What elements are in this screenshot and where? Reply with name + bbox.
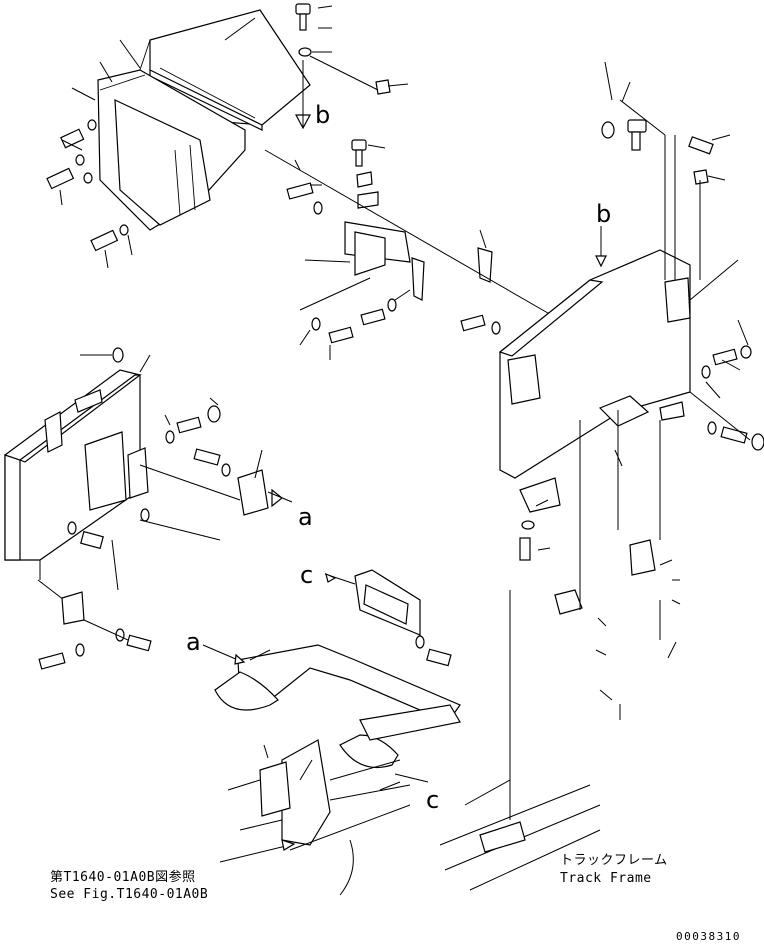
- drawing-code: 00038310: [676, 930, 741, 943]
- center-bracket-assembly: [264, 139, 561, 360]
- upper-left-cover-assembly: [97, 9, 311, 231]
- callout-label-a-left: a: [186, 628, 201, 656]
- track-frame: [439, 779, 601, 891]
- callout-label-c-top: c: [300, 561, 314, 589]
- left-side-cover-assembly: [4, 347, 283, 670]
- frame-bracket-c: [354, 569, 452, 667]
- callout-label-b-left: b: [315, 101, 331, 129]
- upper-left-leaders: [99, 5, 409, 87]
- callout-label-c-bottom: c: [426, 786, 440, 814]
- track-frame-label-en: Track Frame: [560, 871, 652, 886]
- leader-lines: [80, 61, 749, 781]
- upper-left-fasteners: [46, 3, 391, 269]
- track-frame-label-jp: トラックフレーム: [560, 853, 668, 868]
- figure-reference-en: See Fig.T1640-01A0B: [50, 887, 209, 902]
- lower-main-frame: [214, 644, 461, 896]
- callout-arrows: [202, 95, 607, 863]
- upper-right-cover-assembly: [498, 99, 764, 820]
- figure-reference-jp: 第T1640-01A0B図参照: [50, 870, 196, 885]
- callout-label-b-right: b: [596, 200, 612, 228]
- callout-label-a-right: a: [298, 503, 313, 531]
